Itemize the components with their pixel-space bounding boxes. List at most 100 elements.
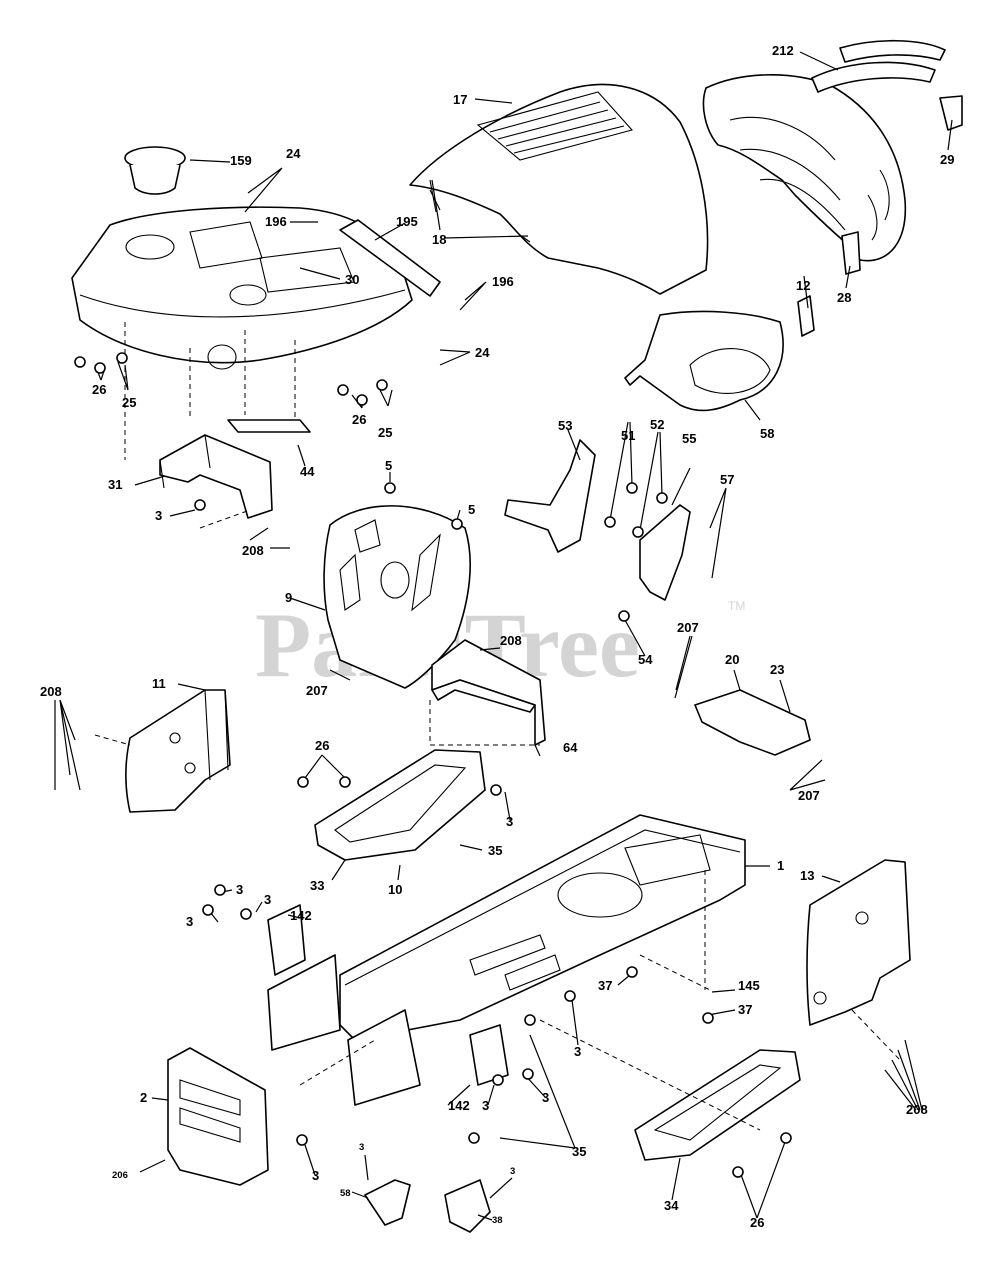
label-3-g: 3 bbox=[482, 1098, 489, 1113]
label-33: 33 bbox=[310, 878, 324, 893]
label-3-d: 3 bbox=[264, 892, 271, 907]
watermark-trademark: TM bbox=[728, 599, 745, 613]
brace-195 bbox=[339, 219, 441, 297]
bracket-55 bbox=[639, 504, 691, 601]
bracket-28 bbox=[841, 231, 861, 275]
bracket-12 bbox=[797, 295, 815, 337]
label-44: 44 bbox=[300, 464, 315, 479]
label-26-left: 26 bbox=[92, 382, 106, 397]
label-208-b: 208 bbox=[500, 633, 522, 648]
label-142-a: 142 bbox=[290, 908, 312, 923]
label-26-c: 26 bbox=[315, 738, 329, 753]
label-2: 2 bbox=[140, 1090, 147, 1105]
label-208-d: 208 bbox=[906, 1102, 928, 1117]
label-64: 64 bbox=[563, 740, 578, 755]
label-196-right: 196 bbox=[492, 274, 514, 289]
cup-holder-159 bbox=[124, 146, 186, 195]
label-25-left: 25 bbox=[122, 395, 136, 410]
label-25-mid: 25 bbox=[378, 425, 392, 440]
label-3-i: 3 bbox=[312, 1168, 319, 1183]
label-53: 53 bbox=[558, 418, 572, 433]
label-207-b: 207 bbox=[798, 788, 820, 803]
label-28: 28 bbox=[837, 290, 851, 305]
label-23: 23 bbox=[770, 662, 784, 677]
side-plate-11 bbox=[125, 689, 231, 813]
label-145: 145 bbox=[738, 978, 760, 993]
hardware-bolts bbox=[74, 352, 792, 1178]
label-31: 31 bbox=[108, 477, 122, 492]
label-206: 206 bbox=[112, 1170, 128, 1181]
label-3-h: 3 bbox=[542, 1090, 549, 1105]
label-30: 30 bbox=[345, 272, 359, 287]
label-212: 212 bbox=[772, 43, 794, 58]
label-26-d: 26 bbox=[750, 1215, 764, 1230]
bracket-142-upper bbox=[267, 904, 306, 976]
label-3-j: 3 bbox=[359, 1142, 364, 1153]
label-208-c: 208 bbox=[40, 684, 62, 699]
label-35-b: 35 bbox=[572, 1144, 586, 1159]
label-195: 195 bbox=[396, 214, 418, 229]
label-3-c: 3 bbox=[236, 882, 243, 897]
footrest-34 bbox=[634, 1049, 801, 1161]
frame-bracket-center bbox=[347, 1009, 421, 1106]
label-5-a: 5 bbox=[385, 458, 392, 473]
label-3-e: 3 bbox=[186, 914, 193, 929]
label-37-b: 37 bbox=[738, 1002, 752, 1017]
bracket-31 bbox=[159, 434, 273, 519]
side-plate-13 bbox=[806, 859, 911, 1026]
label-38: 38 bbox=[492, 1215, 503, 1226]
label-55: 55 bbox=[682, 431, 696, 446]
bracket-58-small bbox=[364, 1179, 411, 1226]
label-11: 11 bbox=[152, 676, 166, 691]
label-29: 29 bbox=[940, 152, 954, 167]
label-24-top: 24 bbox=[286, 146, 301, 161]
label-58: 58 bbox=[760, 426, 774, 441]
label-208-a: 208 bbox=[242, 543, 264, 558]
label-1: 1 bbox=[777, 858, 784, 873]
label-37-a: 37 bbox=[598, 978, 612, 993]
label-58-small: 58 bbox=[340, 1188, 351, 1199]
frame-bracket-left bbox=[267, 954, 341, 1051]
grille-housing bbox=[702, 74, 907, 262]
label-54: 54 bbox=[638, 652, 653, 667]
dash-support-9 bbox=[323, 505, 471, 689]
leader-lines bbox=[54, 51, 953, 1221]
label-142-b: 142 bbox=[448, 1098, 470, 1113]
label-13: 13 bbox=[800, 868, 814, 883]
part-labels: 17 212 29 159 24 196 195 30 18 196 12 28… bbox=[40, 43, 954, 1230]
label-9: 9 bbox=[285, 590, 292, 605]
label-207-a: 207 bbox=[677, 620, 699, 635]
front-plate-2 bbox=[167, 1047, 269, 1186]
bracket-53 bbox=[504, 439, 596, 553]
label-34: 34 bbox=[664, 1198, 679, 1213]
label-35-a: 35 bbox=[488, 843, 502, 858]
label-3-f: 3 bbox=[574, 1044, 581, 1059]
hood-part-17 bbox=[409, 83, 709, 295]
label-18: 18 bbox=[432, 232, 446, 247]
label-26-mid: 26 bbox=[352, 412, 366, 427]
bracket-142-lower bbox=[469, 1024, 509, 1086]
label-196-left: 196 bbox=[265, 214, 287, 229]
baffle-58 bbox=[624, 310, 784, 412]
label-24-right: 24 bbox=[475, 345, 490, 360]
label-12: 12 bbox=[796, 278, 810, 293]
label-5-b: 5 bbox=[468, 502, 475, 517]
label-159: 159 bbox=[230, 153, 252, 168]
label-3-a: 3 bbox=[155, 508, 162, 523]
bracket-20 bbox=[694, 689, 811, 756]
label-10: 10 bbox=[388, 882, 402, 897]
bracket-38 bbox=[444, 1179, 491, 1233]
label-52: 52 bbox=[650, 417, 664, 432]
label-17: 17 bbox=[453, 92, 467, 107]
plate-44 bbox=[227, 419, 311, 433]
label-51: 51 bbox=[621, 428, 635, 443]
front-strip-212 bbox=[811, 39, 963, 131]
label-3-k: 3 bbox=[510, 1166, 515, 1177]
label-207-c: 207 bbox=[306, 683, 328, 698]
label-57: 57 bbox=[720, 472, 734, 487]
footrest-33 bbox=[314, 749, 486, 861]
label-20: 20 bbox=[725, 652, 739, 667]
label-3-b: 3 bbox=[506, 814, 513, 829]
